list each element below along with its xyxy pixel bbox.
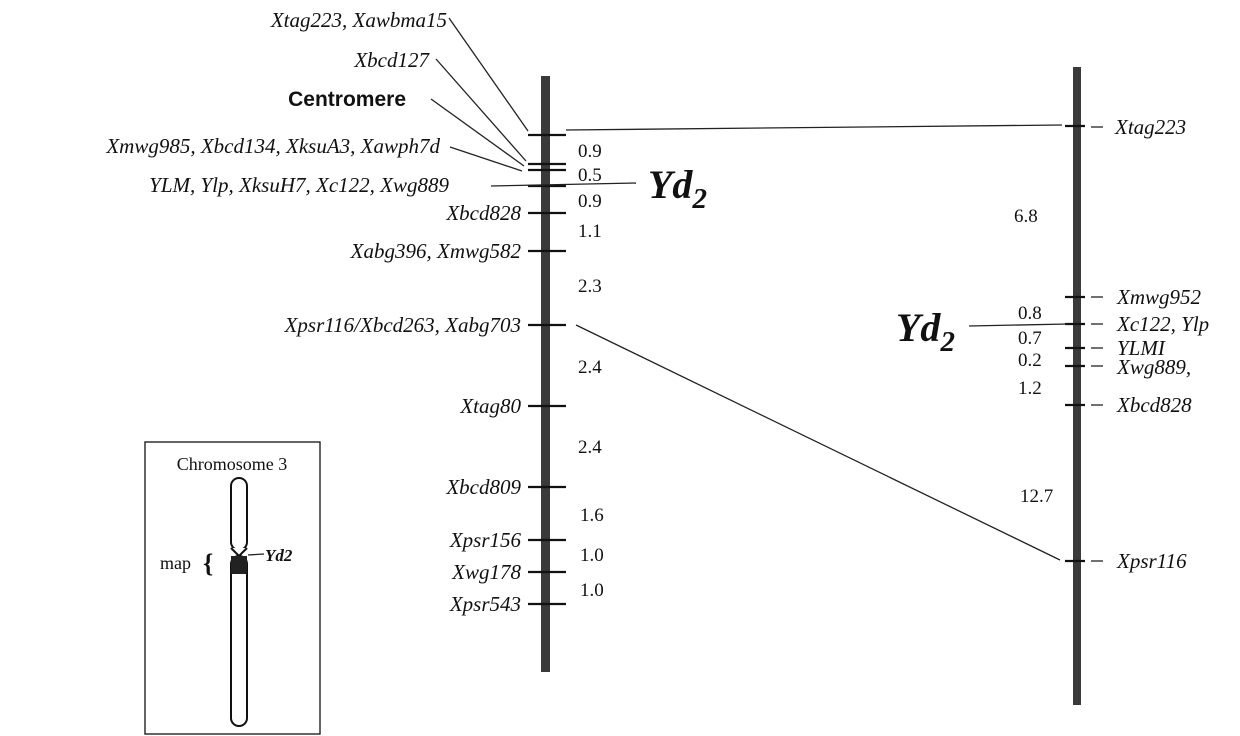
- left-chromosome-bar: [541, 76, 550, 672]
- leader-xbcd127: [435, 58, 527, 162]
- chromosome-lower-arm: [230, 555, 248, 727]
- left-marker-label: Xtag80: [459, 394, 521, 418]
- left-marker-label: Xmwg985, Xbcd134, XksuA3, Xawph7d: [105, 134, 440, 158]
- left-distance: 1.1: [578, 221, 602, 242]
- right-marker-label: Xbcd828: [1116, 393, 1192, 417]
- inset-map-label: map: [160, 553, 191, 573]
- inset-gene-leader: [247, 553, 265, 556]
- right-marker-label: Xpsr116: [1116, 549, 1187, 573]
- left-distance: 0.9: [578, 141, 602, 162]
- connector-xpsr116: [575, 324, 1061, 561]
- chromosome-inset: Chromosome 3 map { Yd2: [144, 441, 321, 735]
- chromosome-upper-arm: [230, 477, 248, 551]
- right-marker-label: Xtag223: [1114, 115, 1186, 139]
- left-distance: 1.0: [580, 580, 604, 601]
- yd2-gene-label-right: Yd2: [896, 305, 955, 358]
- left-marker-label: Xtag223, Xawbma15: [270, 8, 447, 32]
- right-distance: 6.8: [1014, 206, 1038, 227]
- centromere-label: Centromere: [288, 88, 406, 111]
- left-marker-label: Xbcd809: [445, 475, 521, 499]
- right-distance: 0.7: [1018, 328, 1042, 349]
- right-chromosome-bar: [1073, 67, 1081, 705]
- right-marker-label: YLMI: [1117, 336, 1166, 360]
- left-linkage-map: Xtag223, Xawbma15 Xbcd127 Centromere Xmw…: [105, 8, 707, 672]
- left-marker-label: Xabg396, Xmwg582: [350, 239, 522, 263]
- left-marker-label: Xpsr543: [449, 592, 521, 616]
- left-distance: 0.9: [578, 191, 602, 212]
- leader-yd2-right: [968, 323, 1069, 327]
- right-distance: 0.2: [1018, 350, 1042, 371]
- left-marker-label: Xbcd828: [445, 201, 521, 225]
- yd2-gene-label-left: Yd2: [648, 162, 707, 215]
- right-linkage-map: Xtag223 Xmwg952 Xc122, Ylp YLMI Xwg889, …: [896, 67, 1209, 705]
- leader-centromere: [430, 98, 525, 167]
- right-marker-label: Xc122, Ylp: [1116, 312, 1209, 336]
- leader-yd2-left: [490, 182, 637, 187]
- left-distance: 2.3: [578, 276, 602, 297]
- left-distance: 2.4: [578, 437, 602, 458]
- left-marker-label: Xpsr156: [449, 528, 522, 552]
- connector-xtag223: [565, 124, 1063, 131]
- right-distance: 0.8: [1018, 303, 1042, 324]
- left-distance: 1.6: [580, 505, 604, 526]
- inset-gene-label: Yd2: [265, 546, 293, 565]
- right-distance: 12.7: [1020, 486, 1053, 507]
- left-marker-label: YLM, Ylp, XksuH7, Xc122, Xwg889: [149, 173, 449, 197]
- left-distance: 0.5: [578, 165, 602, 186]
- left-marker-label: Xpsr116/Xbcd263, Xabg703: [284, 313, 521, 337]
- chromosome-mapped-region: [231, 556, 247, 574]
- left-marker-label: Xwg178: [451, 560, 521, 584]
- left-marker-label: Xbcd127: [353, 48, 430, 72]
- right-marker-label: Xwg889,: [1116, 355, 1191, 379]
- inset-brace: {: [203, 549, 213, 578]
- left-distance: 2.4: [578, 357, 602, 378]
- inset-title: Chromosome 3: [177, 454, 288, 474]
- right-marker-label: Xmwg952: [1116, 285, 1202, 309]
- left-distance: 1.0: [580, 545, 604, 566]
- leader-xtag223: [448, 17, 529, 132]
- leader-xmwg985: [449, 146, 523, 172]
- right-distance: 1.2: [1018, 378, 1042, 399]
